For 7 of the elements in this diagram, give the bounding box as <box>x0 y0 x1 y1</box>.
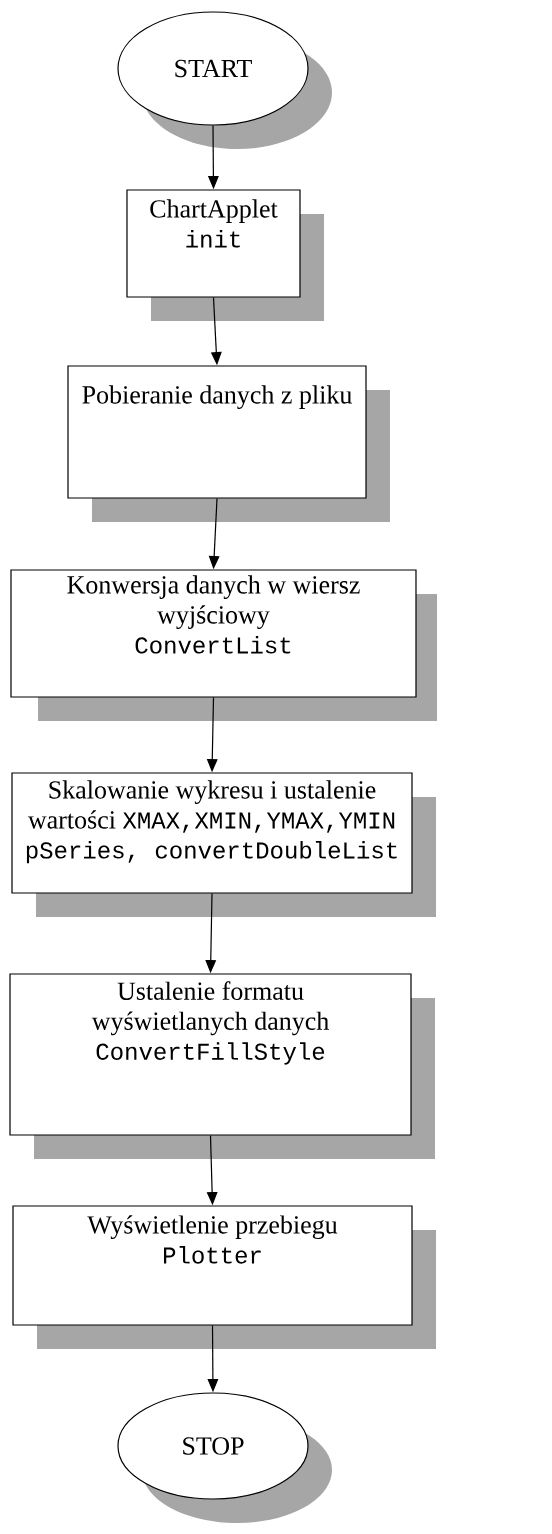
process-box: Konwersja danych w wiersz wyjściowy ConvertList <box>10 569 437 721</box>
node-label: Ustalenie formatu <box>117 981 304 1000</box>
process-box: Pobieranie danych z pliku <box>67 365 390 522</box>
process-box: ChartApplet init <box>126 189 324 321</box>
process-box: Wyświetlenie przebiegu Plotter <box>12 1205 436 1349</box>
process-box: Ustalenie formatu wyświetlanych danych ConvertFillStyle <box>9 973 435 1159</box>
process-box: Skalowanie wykresu i ustalenie wartości XMAX,XMIN,YMAX,YMIN pSeries, convertDoubleList <box>11 772 436 917</box>
